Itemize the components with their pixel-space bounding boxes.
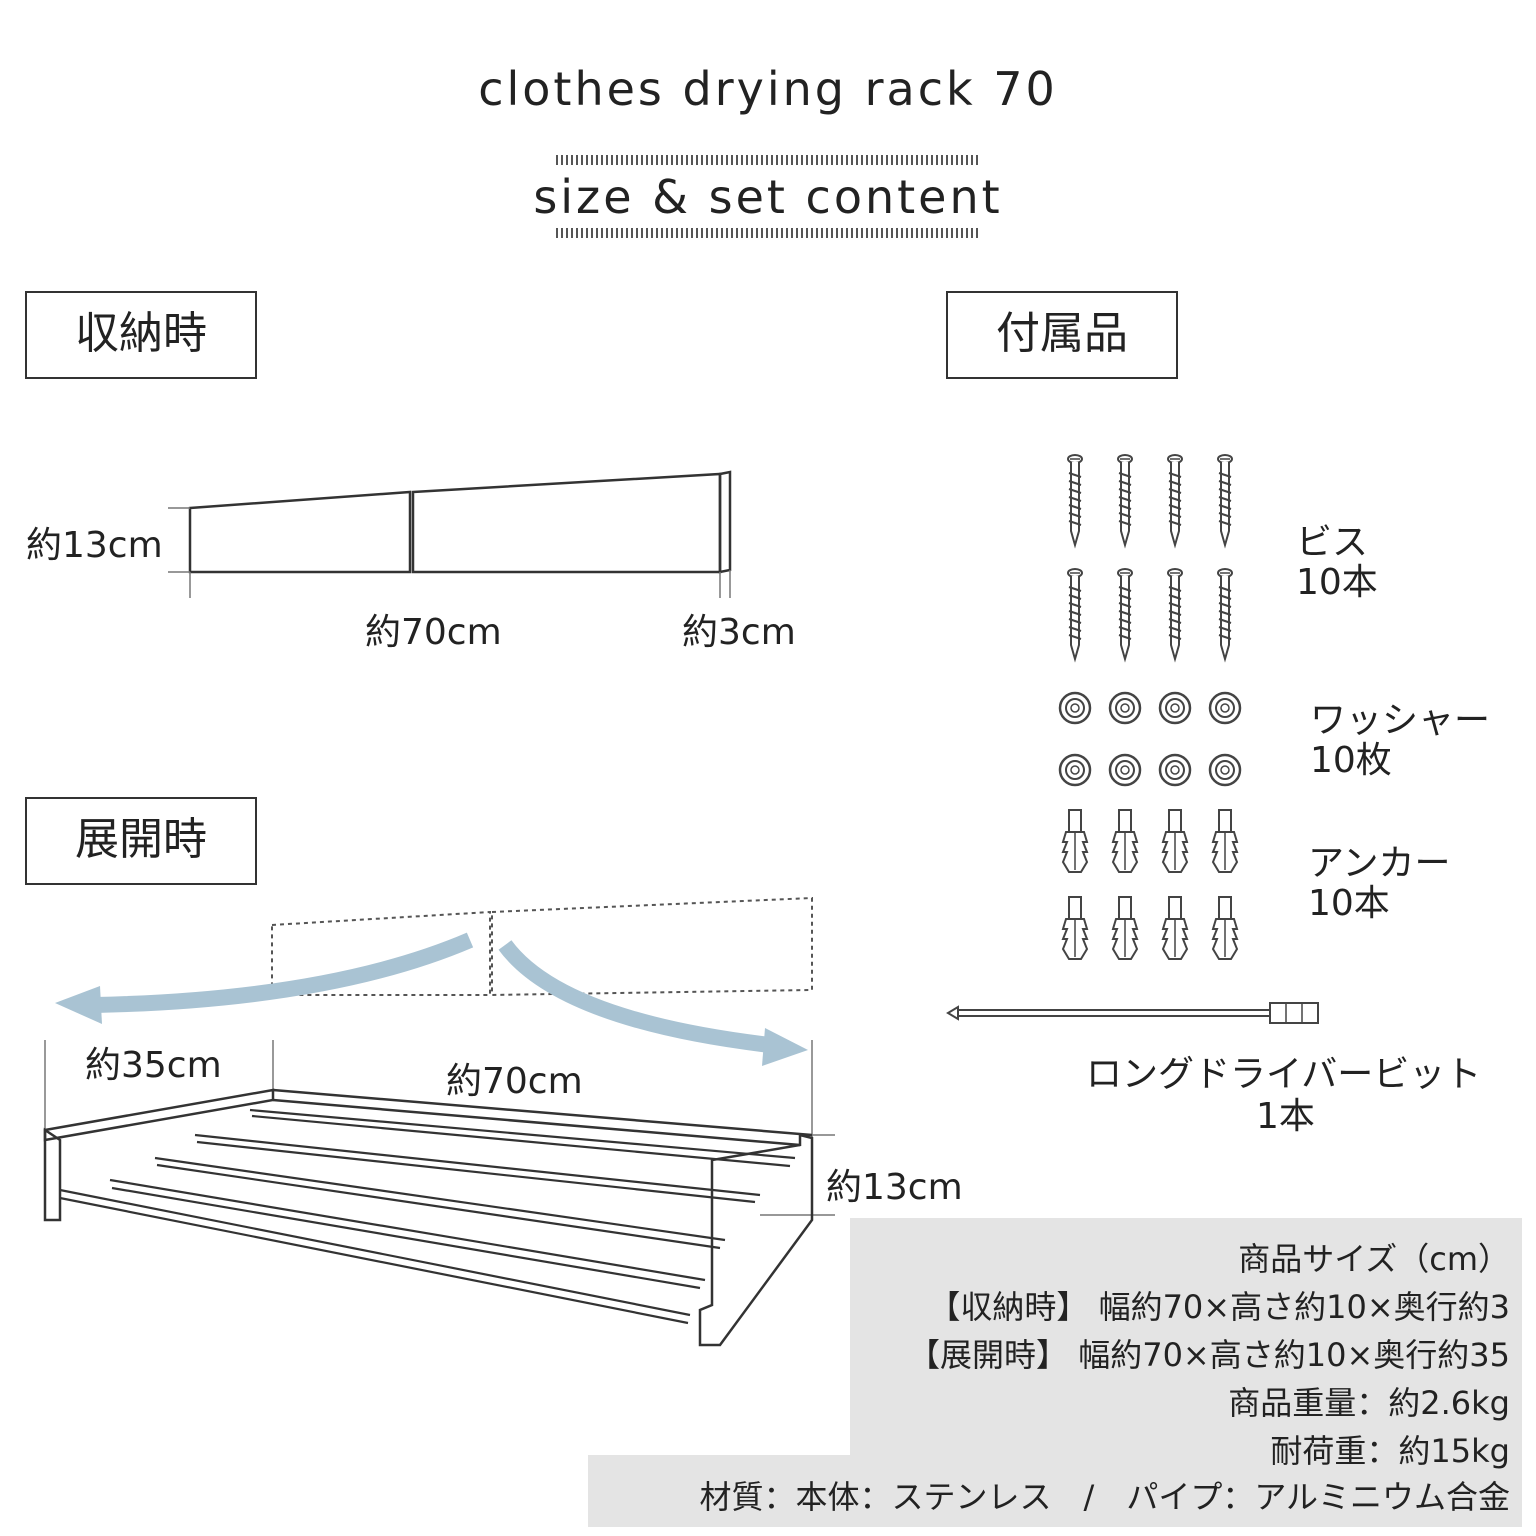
stored-rack-left-panel [188, 490, 412, 574]
accessory-driver-bit-name: ロングドライバービット [1086, 1054, 1482, 1095]
hatch-divider-top [556, 155, 980, 165]
accessory-washer-name: ワッシャー [1310, 700, 1491, 741]
accessory-driver-bit-qty: 1本 [1256, 1096, 1315, 1137]
accessory-washer-qty: 10枚 [1310, 740, 1392, 781]
spec-load: 耐荷重：約15kg [1270, 1432, 1510, 1470]
stored-rack-right-panel [411, 472, 722, 574]
stored-rack-edge [718, 470, 732, 574]
anchor-icon [1062, 809, 1238, 960]
spec-heading: 商品サイズ（cm） [1238, 1240, 1510, 1278]
stored-height-label: 約13cm [26, 525, 163, 566]
expanded-height-label: 約13cm [826, 1167, 963, 1208]
hatch-divider-bottom [556, 228, 980, 238]
stored-width-label: 約70cm [365, 612, 502, 653]
folded-outline [271, 896, 813, 997]
spec-stored-size: 【収納時】 幅約70×高さ約10×奥行約3 [928, 1288, 1510, 1326]
page-subtitle: size & set content [533, 170, 1003, 224]
rack-bars [59, 1108, 796, 1325]
spec-expanded-size: 【展開時】 幅約70×高さ約10×奥行約35 [908, 1336, 1510, 1374]
page-title: clothes drying rack 70 [478, 62, 1058, 116]
stored-depth-label: 約3cm [682, 612, 796, 653]
accessories-illustration [1058, 454, 1242, 960]
expanded-rack-diagram [43, 896, 835, 1347]
arrow-right-head [762, 1028, 808, 1066]
driver-bit-icon [946, 1002, 1319, 1024]
washer-icon [1058, 691, 1242, 787]
screw-icon [1067, 454, 1233, 660]
accessory-anchor-name: アンカー [1308, 843, 1451, 884]
accessory-screw-qty: 10本 [1296, 562, 1378, 603]
expanded-width-label: 約70cm [446, 1061, 583, 1102]
expanded-section-label: 展開時 [25, 797, 257, 885]
stored-rack-diagram [168, 470, 732, 598]
accessories-section-label: 付属品 [946, 291, 1178, 379]
arrow-left [94, 932, 474, 1013]
accessory-anchor-qty: 10本 [1308, 883, 1390, 924]
arrow-right [498, 940, 771, 1053]
rack-frame [43, 1088, 814, 1347]
spec-weight: 商品重量：約2.6kg [1228, 1384, 1510, 1422]
spec-panel-background [850, 1218, 1522, 1458]
stored-section-label: 収納時 [25, 291, 257, 379]
expanded-depth-label: 約35cm [85, 1045, 222, 1086]
spec-material-background [588, 1455, 1522, 1527]
spec-material: 材質：本体：ステンレス / パイプ：アルミニウム合金 [699, 1478, 1510, 1516]
arrow-left-head [55, 986, 102, 1024]
accessory-screw-name: ビス [1296, 522, 1369, 563]
